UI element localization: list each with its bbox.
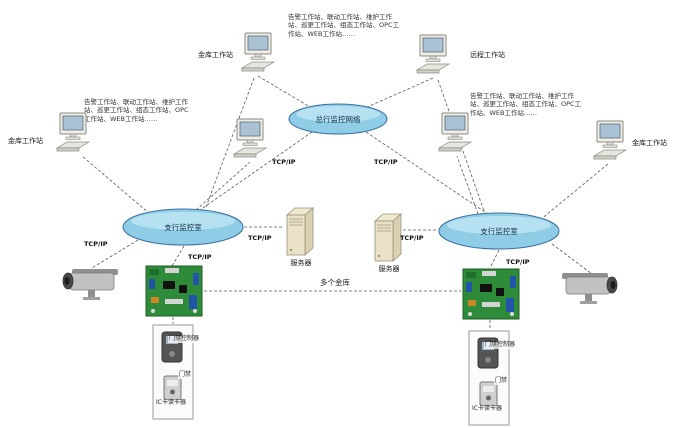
branch-left-ellipse: [122, 208, 244, 250]
tcpip-label-6: TCP/IP: [400, 234, 424, 242]
workstation-icon: [55, 112, 91, 152]
control-board-icon: [145, 265, 203, 317]
workstation-far-left-label: 金库工作站: [8, 137, 43, 145]
control-board-icon: [462, 268, 520, 320]
branch-right-ellipse: [438, 212, 560, 254]
control-board-right: [462, 268, 520, 324]
tcpip-label-4: TCP/IP: [248, 234, 272, 242]
access-right-reader-label: IC卡读卡器: [471, 405, 503, 413]
network-cloud-icon: [122, 208, 244, 246]
wire-center-branchright: [365, 131, 489, 215]
wire-branchleft-board: [171, 245, 185, 267]
network-cloud-icon: [438, 212, 560, 250]
server-right: [370, 212, 404, 268]
wire-ws1-center: [257, 75, 316, 111]
workstation-top-left: [240, 32, 276, 82]
head-office-network-ellipse: [288, 103, 388, 139]
wire-branchleft-camera: [91, 239, 139, 269]
workstation-top-right-label: 远程工作站: [470, 51, 505, 59]
server-left-label: 服务器: [290, 259, 312, 267]
wire-branchleft-ws4: [195, 161, 251, 211]
workstation-icon: [232, 118, 268, 158]
network-cloud-icon: [288, 103, 388, 135]
workstation-top-right: [415, 34, 451, 84]
annotation-top: 告警工作站、联动工作站、维护工作站、巡更工作站、组态工作站、OPC工作站、WEB…: [288, 13, 400, 38]
cctv-camera-icon: [562, 273, 618, 304]
control-board-left: [145, 265, 203, 321]
workstation-far-left: [55, 112, 91, 162]
workstation-mid-left: [232, 118, 268, 168]
workstation-icon: [437, 112, 473, 152]
access-right-door-label: 门禁: [494, 377, 509, 385]
tcpip-label-3: TCP/IP: [84, 240, 108, 248]
workstation-top-left-label: 金库工作站: [198, 51, 233, 59]
wire-ws2-branchright: [437, 79, 485, 212]
tcpip-label-7: TCP/IP: [506, 258, 530, 266]
workstation-icon: [240, 32, 276, 72]
annotation-right: 告警工作站、联动工作站、维护工作站、巡更工作站、组态工作站、OPC工作站、WEB…: [470, 92, 582, 117]
tcpip-label-2: TCP/IP: [374, 158, 398, 166]
access-right-controller-label: 门禁控制器: [484, 341, 517, 349]
access-left-reader-label: IC卡读卡器: [155, 399, 187, 407]
workstation-far-right: [592, 120, 628, 170]
wire-branchright-camera: [551, 243, 593, 275]
tcpip-label-1: TCP/IP: [272, 158, 296, 166]
workstation-far-right-label: 金库工作站: [632, 139, 667, 147]
server-icon: [373, 213, 403, 262]
tcpip-label-5: TCP/IP: [188, 253, 212, 261]
workstation-mid-right: [437, 112, 473, 162]
cctv-camera-icon: [62, 269, 118, 300]
wire-ws2-center: [364, 77, 434, 109]
wire-branchright-board: [489, 249, 500, 269]
wire-branchleft-ws3: [81, 155, 151, 215]
annotation-left: 告警工作站、联动工作站、维护工作站、巡更工作站、组态工作站、OPC工作站、WEB…: [84, 98, 189, 123]
camera-left: [58, 266, 120, 306]
access-left-door-label: 门禁: [178, 371, 193, 379]
wire-center-branchleft: [199, 131, 313, 211]
multiple-vaults-label: 多个金库: [320, 278, 350, 287]
camera-right: [560, 270, 622, 310]
head-office-network-label: 总行监控网络: [315, 115, 361, 124]
branch-right-label: 支行监控室: [480, 227, 518, 236]
access-left-controller-label: 门禁控制器: [168, 335, 201, 343]
workstation-icon: [415, 34, 451, 74]
server-left: [282, 206, 316, 262]
wire-branchright-ws5: [456, 155, 479, 215]
workstation-icon: [592, 120, 628, 160]
branch-left-label: 支行监控室: [164, 223, 202, 232]
wire-ws1-branchleft: [205, 77, 255, 208]
server-icon: [285, 207, 315, 256]
server-right-label: 服务器: [378, 265, 400, 273]
